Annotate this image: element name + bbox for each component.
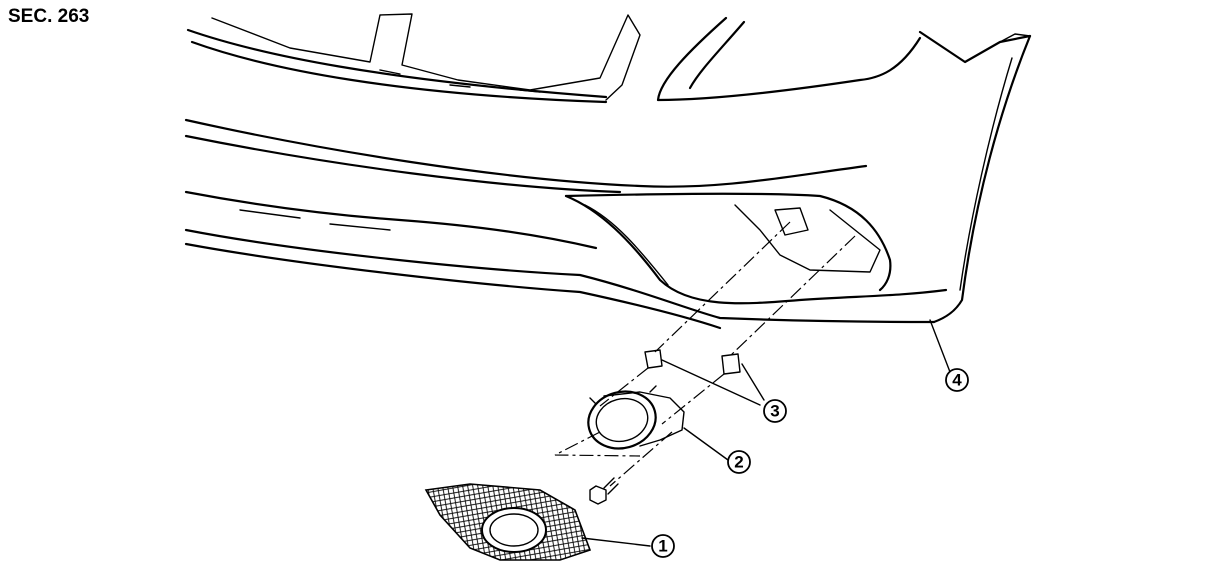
callout-label: 4 [952,371,962,390]
screw [589,477,619,505]
front-fog-lamp [587,385,685,450]
callout-3: 3 [763,399,787,423]
callout-1: 1 [651,534,675,558]
callout-4: 4 [945,368,969,392]
callout-2: 2 [727,450,751,474]
assembly-guide-lines [554,221,856,487]
callout-label: 3 [770,402,779,421]
section-label: SEC. 263 [8,6,90,27]
callout-label: 1 [658,537,667,556]
callout-label: 2 [734,453,743,472]
front-fog-lamp-finisher [424,483,592,561]
leader-lines [581,319,951,547]
front-bumper-fascia [184,13,1032,330]
clip [644,349,741,375]
